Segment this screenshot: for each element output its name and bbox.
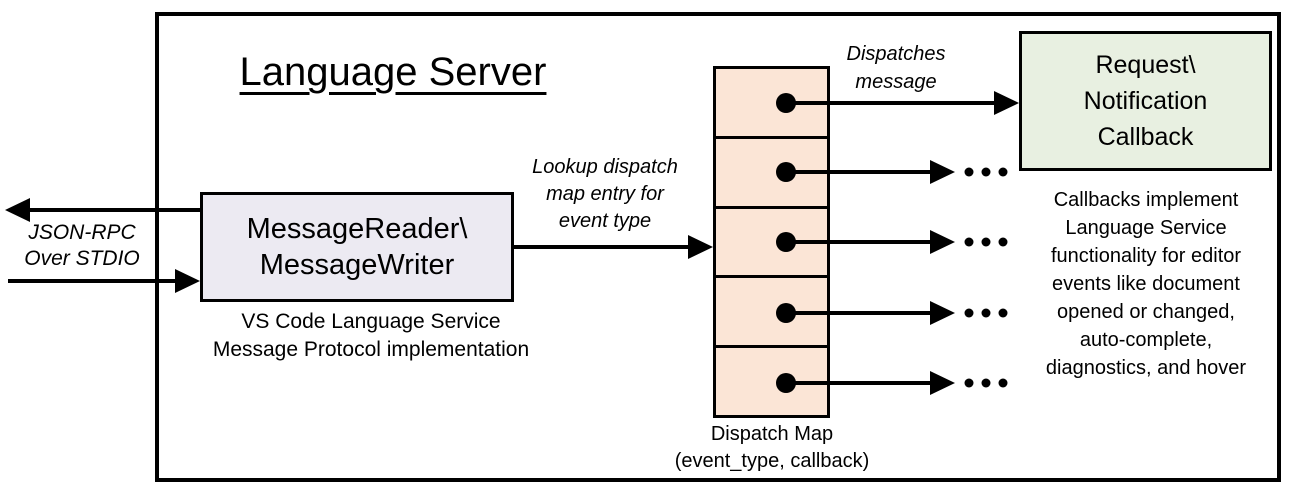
lookup-label-line: event type: [558, 210, 652, 232]
callbacks-note-line: auto-complete,: [1079, 329, 1213, 351]
lookup-label-line: map entry for: [546, 183, 664, 205]
callback-box-line: Callback: [1097, 123, 1194, 151]
dispatch-map-table: [713, 66, 830, 418]
request-notification-callback-box: Request\ Notification Callback: [1019, 31, 1272, 171]
dispatches-label-line: message: [855, 71, 937, 93]
dispatch-map-cell: [716, 135, 827, 206]
reader-caption: VS Code Language Service Message Protoco…: [196, 308, 546, 364]
transport-label-line: JSON-RPC: [28, 221, 136, 244]
message-reader-writer-box: MessageReader\ MessageWriter: [200, 192, 514, 302]
callbacks-note-line: events like document: [1052, 273, 1240, 295]
callbacks-note-line: diagnostics, and hover: [1045, 357, 1247, 379]
callbacks-note-line: opened or changed,: [1057, 301, 1235, 323]
dispatch-map-cell: [716, 275, 827, 346]
lookup-dispatch-label: Lookup dispatch map entry for event type: [505, 154, 705, 235]
map-caption-line: Dispatch Map: [710, 423, 834, 445]
callbacks-note-line: Callbacks implement: [1053, 189, 1239, 211]
callbacks-note: Callbacks implement Language Service fun…: [1012, 186, 1280, 382]
reader-caption-line: VS Code Language Service: [241, 310, 501, 333]
dispatches-label-line: Dispatches: [846, 43, 946, 65]
diagram-title: Language Server: [239, 50, 547, 94]
stdio-transport-label: JSON-RPC Over STDIO: [12, 220, 152, 272]
dispatch-map-cell: [716, 205, 827, 276]
callback-box-line: Notification: [1083, 87, 1208, 115]
reader-caption-line: Message Protocol implementation: [212, 338, 530, 361]
map-caption-line: (event_type, callback): [674, 450, 870, 472]
callback-box-line: Request\: [1095, 51, 1196, 79]
callbacks-note-line: functionality for editor: [1050, 245, 1242, 267]
dispatch-map-caption: Dispatch Map (event_type, callback): [622, 421, 922, 475]
dispatch-map-cell: [716, 69, 827, 136]
language-server-boundary: [155, 12, 1281, 482]
lookup-label-line: Lookup dispatch: [532, 156, 678, 178]
callbacks-note-line: Language Service: [1065, 217, 1227, 239]
dispatches-message-label: Dispatches message: [820, 40, 972, 96]
reader-box-line: MessageReader\: [246, 213, 468, 245]
dispatch-map-cell: [716, 345, 827, 415]
reader-box-line: MessageWriter: [259, 249, 455, 281]
transport-label-line: Over STDIO: [24, 247, 140, 270]
